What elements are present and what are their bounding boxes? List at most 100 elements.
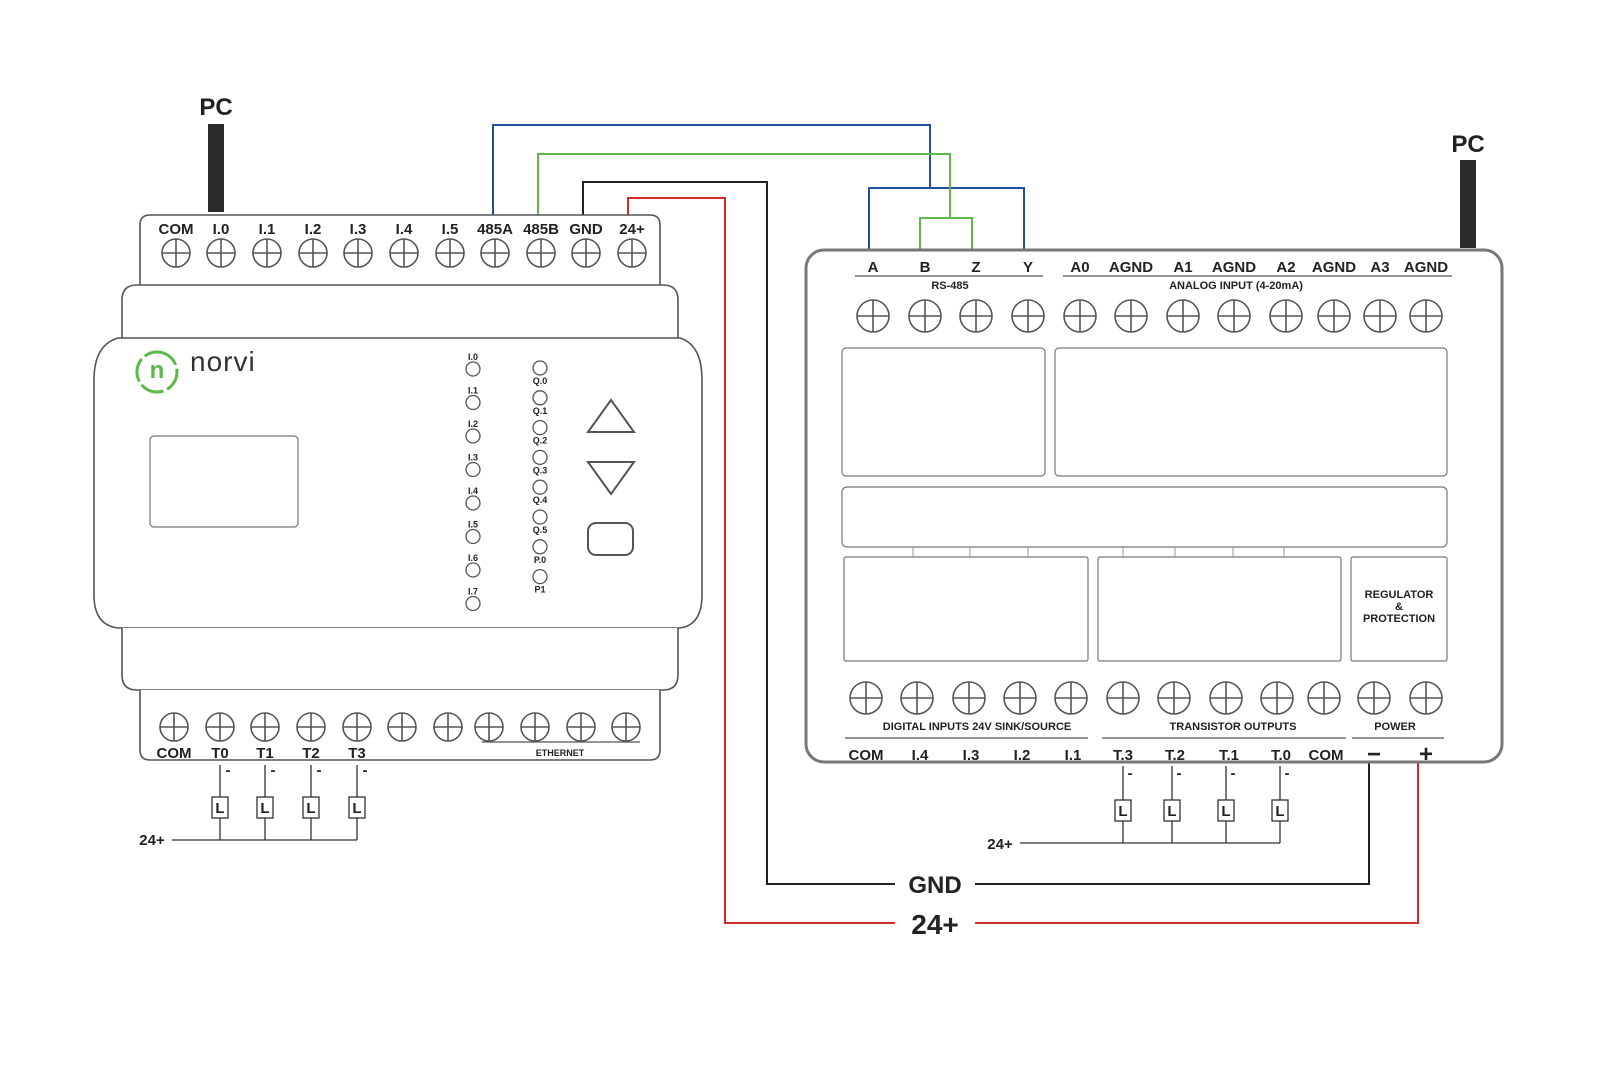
right-bottom-terminal-screw[interactable]: [1106, 681, 1140, 715]
brand-name: norvi: [190, 346, 256, 377]
left-bottom-terminal-label: T1: [256, 745, 274, 762]
left-bottom-terminal-screw[interactable]: [566, 712, 596, 742]
right-top-terminal-screw[interactable]: [959, 299, 993, 333]
right-bottom-terminal-screw[interactable]: [1054, 681, 1088, 715]
right-bottom-terminal-screw[interactable]: [1157, 681, 1191, 715]
right-top-terminal-screw[interactable]: [1063, 299, 1097, 333]
ok-button[interactable]: [587, 522, 634, 556]
input-led-indicator: [465, 461, 481, 478]
right-top-terminal-label: A1: [1173, 259, 1192, 276]
output-led-label: Q.5: [533, 525, 548, 535]
gnd-wire-left: [582, 181, 895, 885]
left-top-terminal-screw[interactable]: [526, 238, 556, 268]
rs485-label: RS-485: [931, 280, 968, 292]
right-top-terminal-screw[interactable]: [908, 299, 942, 333]
rs485-a-wire: [492, 124, 931, 232]
left-bottom-terminal-screw[interactable]: [205, 712, 235, 742]
input-led-label: I.3: [468, 453, 478, 463]
load-label: L: [1167, 803, 1176, 820]
pc-cable-left: [208, 124, 224, 212]
input-led-label: I.0: [468, 352, 478, 362]
left-bottom-terminal-screw[interactable]: [296, 712, 326, 742]
right-top-terminal-screw[interactable]: [1114, 299, 1148, 333]
right-bottom-terminal-screw[interactable]: [1209, 681, 1243, 715]
pc-label-right: PC: [1451, 131, 1484, 158]
rs485-ay-bridge-wire: [868, 187, 1025, 250]
right-top-terminal-screw[interactable]: [1317, 299, 1351, 333]
regulator-line-1: REGULATOR: [1365, 589, 1434, 601]
left-top-terminal-screw[interactable]: [343, 238, 373, 268]
down-arrow-button[interactable]: [586, 461, 636, 496]
up-arrow-button[interactable]: [586, 398, 636, 433]
right-top-terminal-screw[interactable]: [1011, 299, 1045, 333]
left-top-terminal-screw[interactable]: [480, 238, 510, 268]
load-box: [1217, 799, 1235, 822]
right-bottom-terminal-screw[interactable]: [1409, 681, 1443, 715]
output-led-indicator: [532, 479, 548, 495]
left-bottom-terminal-screw[interactable]: [611, 712, 641, 742]
minus-sign: -: [1128, 765, 1133, 782]
load-label: L: [1221, 803, 1230, 820]
left-top-terminal-label: I.3: [350, 221, 367, 238]
output-led-label: Q.0: [533, 376, 548, 386]
right-top-terminal-screw[interactable]: [1269, 299, 1303, 333]
right-bottom-terminal-label: −: [1367, 741, 1381, 768]
right-bottom-terminal-screw[interactable]: [1357, 681, 1391, 715]
right-top-terminal-screw[interactable]: [1363, 299, 1397, 333]
left-bottom-terminal-screw[interactable]: [474, 712, 504, 742]
left-bottom-terminal-screw[interactable]: [433, 712, 463, 742]
input-led-indicator: [465, 595, 481, 612]
left-top-terminal-screw[interactable]: [161, 238, 191, 268]
right-top-terminal-label: Y: [1023, 259, 1033, 276]
right-top-terminal-label: A3: [1370, 259, 1389, 276]
gnd-wire-right: [975, 763, 1370, 885]
pc-cable-right: [1460, 160, 1476, 248]
left-bottom-terminal-screw[interactable]: [387, 712, 417, 742]
right-bottom-terminal-screw[interactable]: [1260, 681, 1294, 715]
digital-inputs-label: DIGITAL INPUTS 24V SINK/SOURCE: [883, 721, 1071, 733]
left-top-terminal-screw[interactable]: [298, 238, 328, 268]
left-bottom-terminal-screw[interactable]: [250, 712, 280, 742]
left-bottom-terminal-screw[interactable]: [159, 712, 189, 742]
load-box: [211, 796, 229, 819]
right-bottom-terminal-label: I.2: [1014, 747, 1031, 764]
output-led-indicator: [532, 390, 548, 406]
left-top-terminal-screw[interactable]: [435, 238, 465, 268]
output-led-label: Q.1: [533, 406, 548, 416]
right-top-terminal-label: B: [920, 259, 931, 276]
input-led-label: I.6: [468, 553, 478, 563]
left-top-terminal-screw[interactable]: [252, 238, 282, 268]
right-bottom-terminal-screw[interactable]: [849, 681, 883, 715]
output-led-label: Q.3: [533, 465, 548, 475]
right-bottom-terminal-screw[interactable]: [952, 681, 986, 715]
minus-sign: -: [226, 762, 231, 779]
input-led-label: I.4: [468, 486, 478, 496]
load-label: L: [1275, 803, 1284, 820]
left-bottom-terminal-screw[interactable]: [520, 712, 550, 742]
input-led-indicator: [465, 361, 481, 377]
left-bottom-terminal-label: T0: [211, 745, 229, 762]
right-top-terminal-label: A0: [1070, 259, 1089, 276]
right-top-terminal-screw[interactable]: [1217, 299, 1251, 333]
left-top-terminal-screw[interactable]: [206, 238, 236, 268]
v24-wire-right: [975, 763, 1419, 924]
right-top-terminal-screw[interactable]: [856, 299, 890, 333]
left-top-terminal-screw[interactable]: [571, 238, 601, 268]
minus-sign: -: [317, 762, 322, 779]
right-bottom-terminal-screw[interactable]: [1003, 681, 1037, 715]
right-bottom-terminal-screw[interactable]: [900, 681, 934, 715]
right-top-terminal-label: AGND: [1109, 259, 1153, 276]
left-bottom-terminal-screw[interactable]: [342, 712, 372, 742]
right-top-terminal-screw[interactable]: [1166, 299, 1200, 333]
right-top-terminal-label: A: [868, 259, 879, 276]
right-bottom-terminal-label: COM: [849, 747, 884, 764]
right-top-terminal-label: A2: [1276, 259, 1295, 276]
output-led-label: Q.4: [533, 495, 548, 505]
left-top-terminal-screw[interactable]: [617, 238, 647, 268]
wires: [492, 124, 1419, 924]
right-bottom-terminal-screw[interactable]: [1307, 681, 1341, 715]
right-top-terminal-screw[interactable]: [1409, 299, 1443, 333]
left-top-terminal-screw[interactable]: [389, 238, 419, 268]
load-label: L: [260, 800, 269, 817]
